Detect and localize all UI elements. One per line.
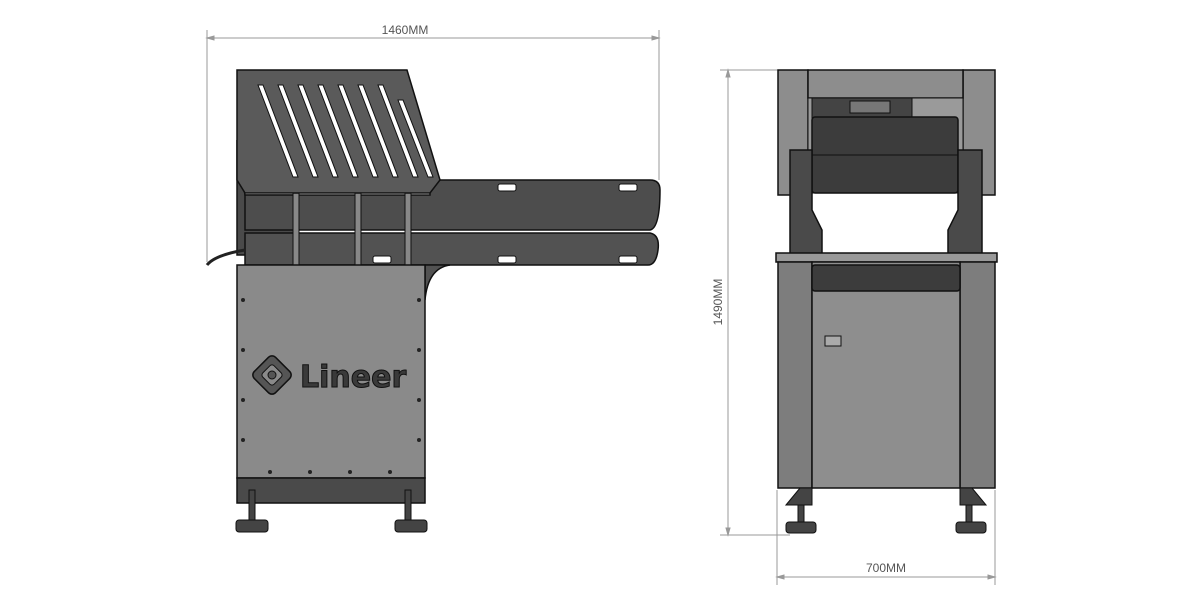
dimension-width-side bbox=[205, 30, 661, 262]
dimension-label-1460: 1460MM bbox=[382, 23, 429, 37]
side-view bbox=[205, 69, 661, 533]
hopper-slots bbox=[257, 84, 434, 178]
dimension-label-700: 700MM bbox=[866, 561, 906, 575]
lock-icon bbox=[824, 335, 842, 347]
logo-mark-icon bbox=[252, 355, 292, 395]
dimension-height bbox=[720, 68, 790, 537]
front-view bbox=[775, 69, 998, 534]
upper-conveyor-arm bbox=[244, 179, 661, 231]
lower-conveyor-arm bbox=[244, 232, 660, 266]
logo-text: Lineer bbox=[300, 360, 406, 395]
dimension-label-1490: 1490MM bbox=[711, 279, 725, 326]
lineer-logo: Lineer bbox=[252, 355, 407, 396]
dimension-width-front bbox=[775, 490, 997, 585]
front-cabinet-door bbox=[811, 261, 961, 489]
